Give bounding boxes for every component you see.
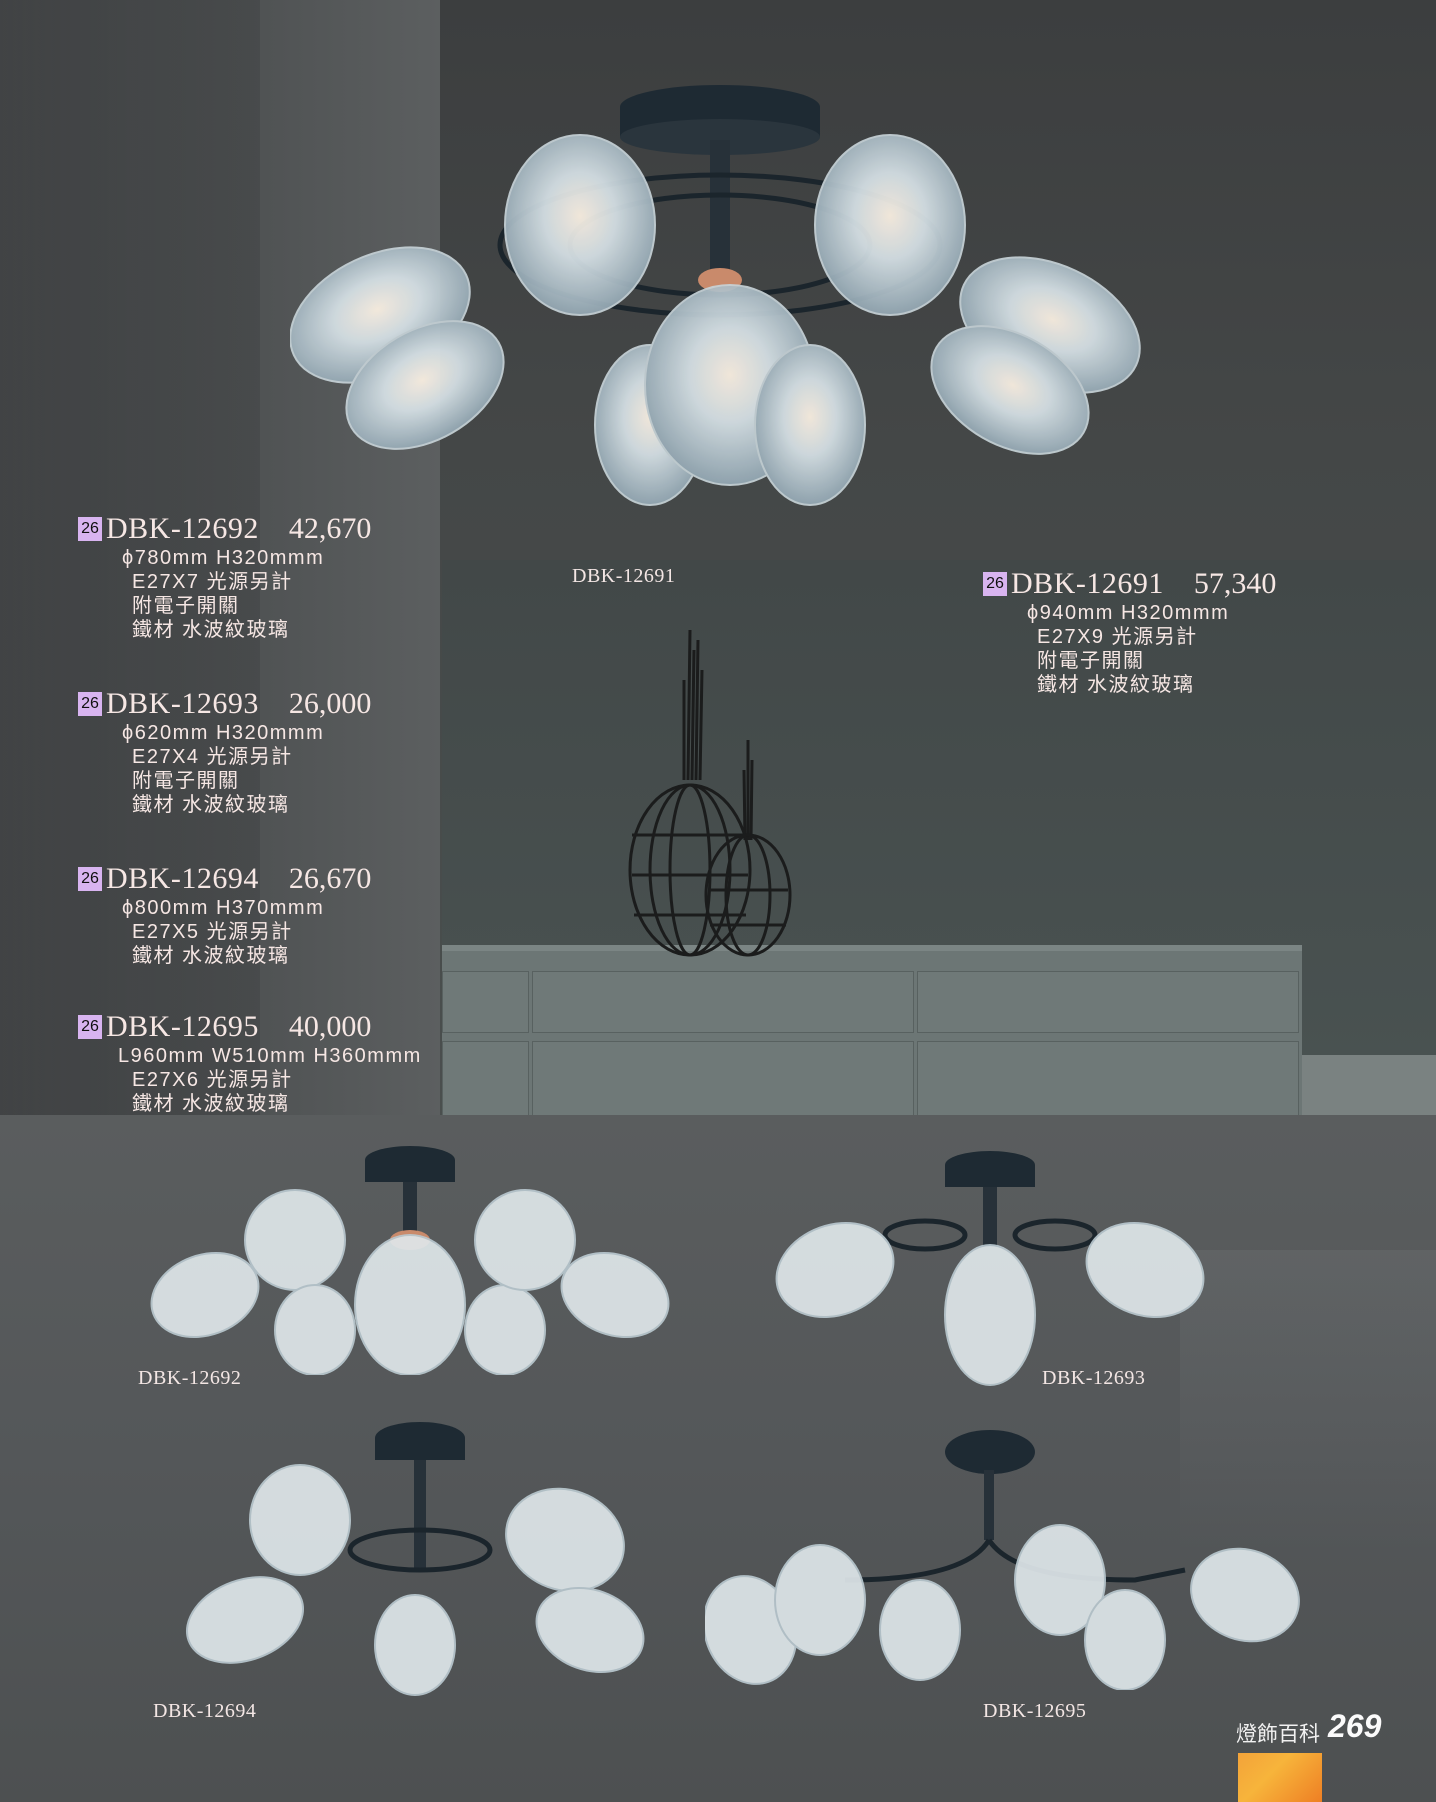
price: 57,340 xyxy=(1193,567,1277,600)
feature: 附電子開關 xyxy=(132,595,240,617)
page-number: 269 xyxy=(1328,1708,1382,1744)
wire-vase-image xyxy=(628,629,792,957)
chandelier-dbk-12695-image xyxy=(705,1430,1300,1690)
bulb-spec: E27X4 光源另計 xyxy=(132,746,293,768)
section-color-tab xyxy=(1238,1753,1322,1802)
caption-dbk-12693: DBK-12693 xyxy=(1042,1367,1146,1389)
floor-strip xyxy=(1302,1055,1436,1115)
room-wall-shadow xyxy=(0,0,260,1115)
dimensions: ϕ780mm H320mmm xyxy=(122,547,325,569)
bulb-spec: E27X6 光源另計 xyxy=(132,1069,293,1091)
price: 26,670 xyxy=(288,862,372,895)
price: 26,000 xyxy=(288,687,372,720)
model-number: DBK-12693 xyxy=(106,687,259,720)
model-number: DBK-12692 xyxy=(106,512,259,545)
caption-dbk-12692: DBK-12692 xyxy=(138,1367,242,1389)
caption-dbk-12694: DBK-12694 xyxy=(153,1700,257,1722)
catalog-badge: 26 xyxy=(78,867,102,891)
material: 鐵材 水波紋玻璃 xyxy=(132,794,290,816)
product-spec-dbk-12694: 26 DBK-12694 26,670 ϕ800mm H370mmm E27X5… xyxy=(78,862,371,968)
catalog-badge: 26 xyxy=(78,1015,102,1039)
chandelier-dbk-12692-image xyxy=(150,1146,670,1375)
catalog-badge: 26 xyxy=(78,517,102,541)
section-label: 燈飾百科 xyxy=(1236,1723,1320,1746)
chandelier-dbk-12693-image xyxy=(775,1151,1205,1386)
price: 42,670 xyxy=(288,512,372,545)
dimensions: ϕ620mm H320mmm xyxy=(122,722,325,744)
caption-dbk-12695: DBK-12695 xyxy=(983,1700,1087,1722)
caption-dbk-12691: DBK-12691 xyxy=(572,565,676,587)
curtain-backdrop xyxy=(1180,1250,1436,1550)
model-number: DBK-12694 xyxy=(106,862,259,895)
product-spec-dbk-12692: 26 DBK-12692 42,670 ϕ780mm H320mmm E27X7… xyxy=(78,512,371,642)
catalog-badge: 26 xyxy=(983,572,1007,596)
bulb-spec: E27X5 光源另計 xyxy=(132,921,293,943)
product-gallery-background xyxy=(0,1115,1436,1802)
price: 40,000 xyxy=(288,1010,372,1043)
product-spec-dbk-12695: 26 DBK-12695 40,000 L960mm W510mm H360mm… xyxy=(78,1010,422,1116)
catalog-badge: 26 xyxy=(78,692,102,716)
chandelier-dbk-12694-image xyxy=(185,1422,645,1696)
material: 鐵材 水波紋玻璃 xyxy=(1037,674,1195,696)
bulb-spec: E27X9 光源另計 xyxy=(1037,626,1198,648)
feature: 附電子開關 xyxy=(132,770,240,792)
product-spec-dbk-12691: 26 DBK-12691 57,340 ϕ940mm H320mmm E27X9… xyxy=(983,567,1276,697)
model-number: DBK-12695 xyxy=(106,1010,259,1043)
dimensions: ϕ940mm H320mmm xyxy=(1027,602,1230,624)
product-spec-dbk-12693: 26 DBK-12693 26,000 ϕ620mm H320mmm E27X4… xyxy=(78,687,371,817)
dimensions: L960mm W510mm H360mmm xyxy=(118,1045,422,1067)
sideboard-image xyxy=(442,945,1302,1123)
material: 鐵材 水波紋玻璃 xyxy=(132,945,290,967)
chandelier-dbk-12691-image xyxy=(290,85,1141,506)
material: 鐵材 水波紋玻璃 xyxy=(132,1093,290,1115)
bulb-spec: E27X7 光源另計 xyxy=(132,571,293,593)
dimensions: ϕ800mm H370mmm xyxy=(122,897,325,919)
model-number: DBK-12691 xyxy=(1011,567,1164,600)
feature: 附電子開關 xyxy=(1037,650,1145,672)
material: 鐵材 水波紋玻璃 xyxy=(132,619,290,641)
